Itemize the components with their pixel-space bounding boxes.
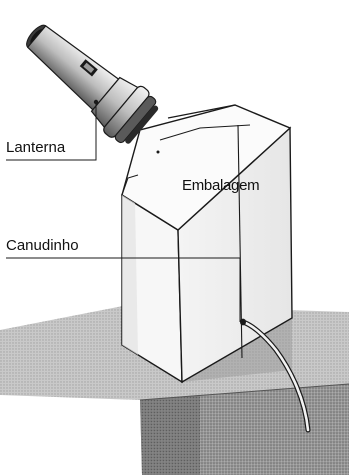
label-flashlight: Lanterna — [6, 140, 65, 155]
flashlight — [13, 10, 163, 150]
label-package: Embalagem — [182, 178, 259, 193]
label-straw: Canudinho — [6, 238, 79, 253]
marker-dot — [157, 151, 160, 154]
